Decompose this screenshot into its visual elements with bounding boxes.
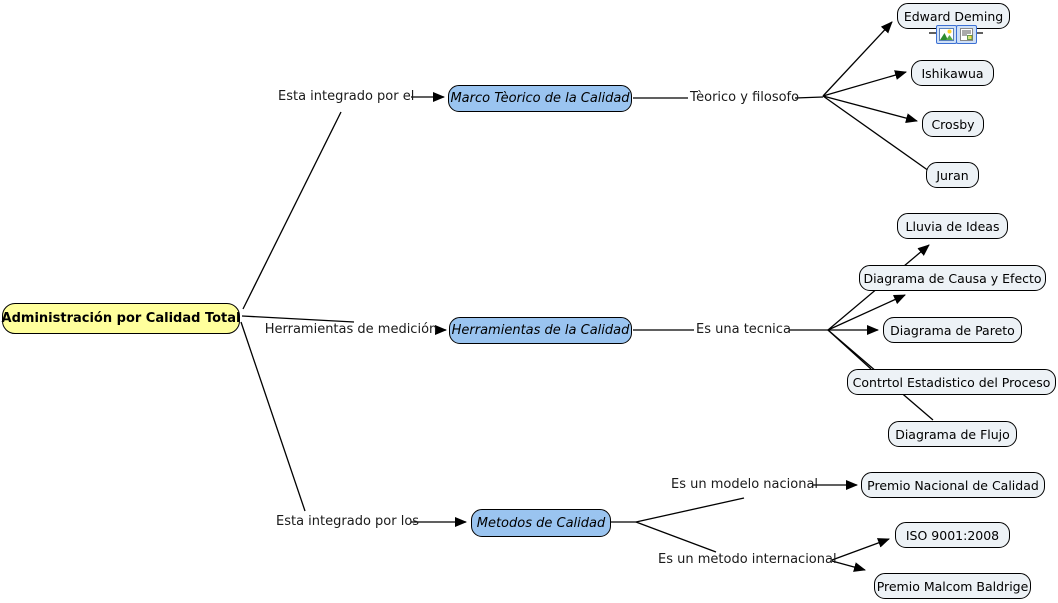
concept-ishikawua[interactable]: Ishikawua (911, 60, 994, 86)
concept-iso-9001-2008[interactable]: ISO 9001:2008 (895, 522, 1010, 548)
linking-phrase-teorico-y-filosofo[interactable]: Tèorico y filosofo (690, 90, 800, 105)
linking-phrase-es-un-modelo-nacional[interactable]: Es un modelo nacional (671, 477, 819, 492)
linking-phrase-herramientas-de-medicion[interactable]: Herramientas de medición (264, 322, 438, 337)
document-attachment-icon[interactable] (956, 25, 977, 44)
connector-line (240, 321, 306, 512)
connector-line (241, 315, 355, 323)
concept-juran[interactable]: Juran (926, 162, 979, 188)
concept-diagrama-flujo[interactable]: Diagrama de Flujo (888, 421, 1017, 447)
connector-arrow (831, 538, 890, 561)
root-concept[interactable]: Administración por Calidad Total (2, 303, 240, 334)
concept-premio-nacional-calidad[interactable]: Premio Nacional de Calidad (861, 472, 1045, 498)
linking-phrase-esta-integrado-por-los[interactable]: Esta integrado por los (276, 514, 420, 529)
linking-phrase-es-una-tecnica[interactable]: Es una tecnica (696, 322, 791, 337)
connector-line (794, 96, 824, 99)
concept-diagrama-causa-efecto[interactable]: Diagrama de Causa y Efecto (859, 265, 1046, 291)
connector-arrow (827, 294, 906, 331)
concept-crosby[interactable]: Crosby (922, 111, 984, 137)
connector-line (635, 521, 717, 553)
concept-herramientas-calidad[interactable]: Herramientas de la Calidad (449, 317, 632, 344)
concept-edward-deming[interactable]: Edward Deming (897, 3, 1010, 29)
connector-line (242, 111, 342, 310)
linking-phrase-esta-integrado-por-el[interactable]: Esta integrado por el (278, 89, 415, 104)
connector-arrow (822, 21, 893, 97)
linking-phrase-es-un-metodo-internacional[interactable]: Es un metodo internacional (658, 552, 837, 567)
concept-control-estadistico[interactable]: Contrtol Estadistico del Proceso (847, 369, 1056, 395)
connector-arrow (822, 70, 907, 97)
connector-line (635, 497, 745, 523)
concept-diagrama-pareto[interactable]: Diagrama de Pareto (883, 317, 1022, 343)
image-attachment-icon[interactable] (936, 25, 957, 44)
connector-arrow (822, 95, 918, 124)
concept-metodos-calidad[interactable]: Metodos de Calidad (471, 509, 611, 537)
connector-line (822, 95, 930, 172)
connector-arrow (831, 560, 866, 572)
concept-lluvia-de-ideas[interactable]: Lluvia de Ideas (897, 213, 1008, 239)
concept-marco-teorico[interactable]: Marco Tèorico de la Calidad (448, 85, 632, 112)
concept-premio-malcom-baldrige[interactable]: Premio Malcom Baldrige (874, 573, 1031, 599)
